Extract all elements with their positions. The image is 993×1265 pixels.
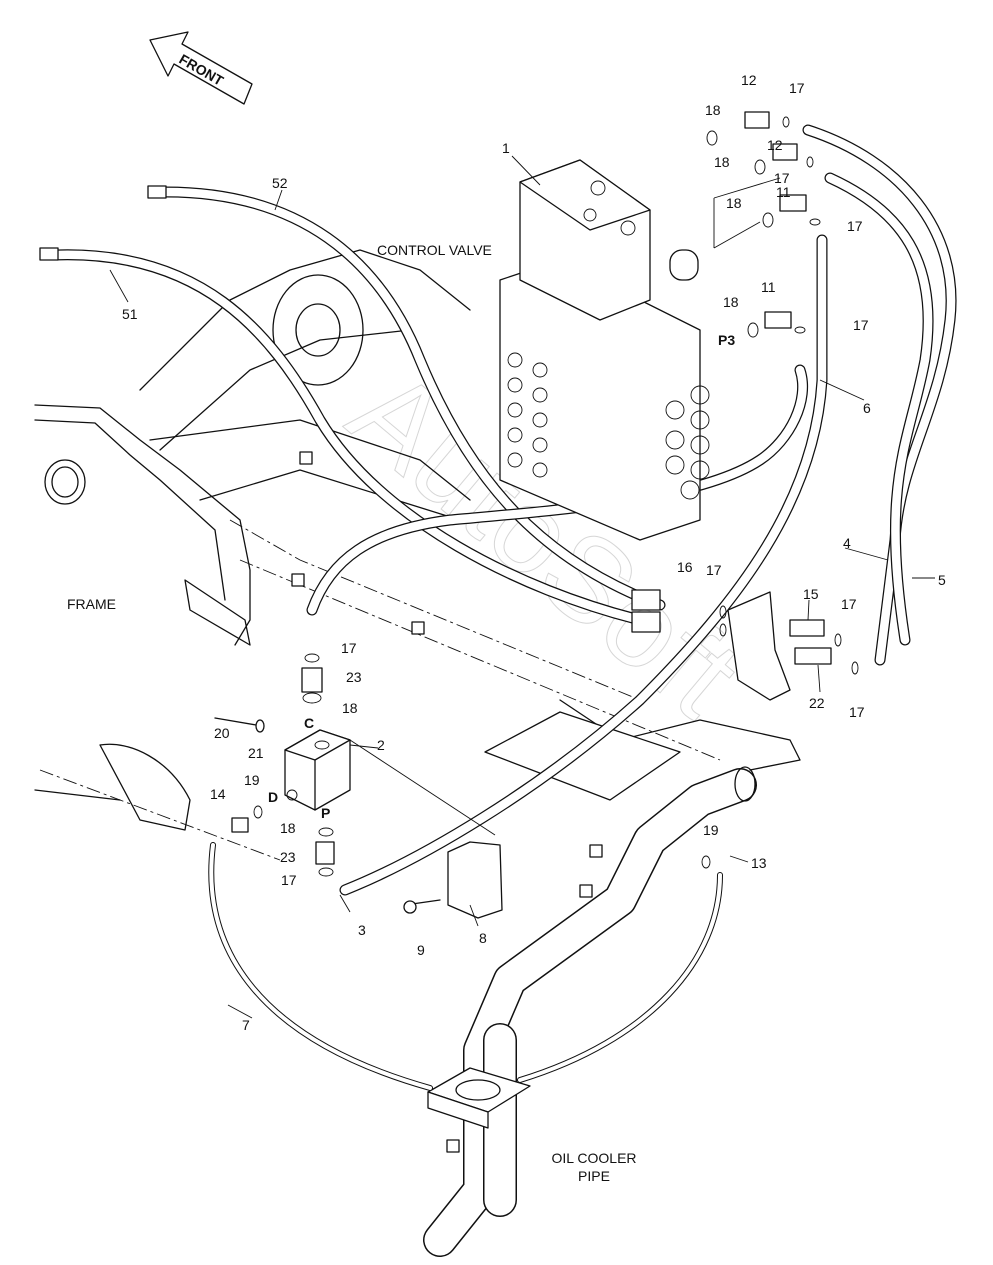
callout-16: 16	[677, 559, 693, 575]
callout-18: 18	[705, 102, 721, 118]
callout-3: 3	[358, 922, 366, 938]
callout-12: 12	[741, 72, 757, 88]
callout-14: 14	[210, 786, 226, 802]
callout-17: 17	[774, 170, 790, 186]
callout-17: 17	[706, 562, 722, 578]
control-valve	[499, 159, 710, 541]
port-p3-label: P3	[718, 332, 735, 348]
callout-51: 51	[122, 306, 138, 322]
callout-12: 12	[767, 137, 783, 153]
callout-4: 4	[843, 535, 851, 551]
oil-cooler-pipe-label-2: PIPE	[578, 1168, 610, 1184]
callout-11: 11	[776, 184, 791, 200]
port-p-label: P	[321, 805, 330, 821]
callout-17: 17	[841, 596, 857, 612]
callout-17: 17	[853, 317, 869, 333]
callout-labels: 1 2 3 4 5 6 7 8 9 11 11 12 12 13 14 15 1…	[122, 72, 946, 1033]
callout-18: 18	[723, 294, 739, 310]
callout-20: 20	[214, 725, 230, 741]
callout-17: 17	[789, 80, 805, 96]
callout-19: 19	[703, 822, 719, 838]
fittings	[214, 111, 859, 914]
callout-18: 18	[726, 195, 742, 211]
callout-13: 13	[751, 855, 767, 871]
hoses	[39, 124, 957, 1091]
callout-17: 17	[341, 640, 357, 656]
callout-52: 52	[272, 175, 288, 191]
callout-18: 18	[342, 700, 358, 716]
bracket-8	[447, 841, 503, 919]
port-c-label: C	[304, 715, 314, 731]
oil-cooler-pipe-label: OIL COOLER	[551, 1150, 636, 1166]
callout-7: 7	[242, 1017, 250, 1033]
front-arrow-icon: FRONT	[149, 31, 253, 105]
bracket-22	[727, 591, 791, 701]
callout-19: 19	[244, 772, 260, 788]
callout-18: 18	[714, 154, 730, 170]
control-valve-label: CONTROL VALVE	[377, 242, 492, 258]
callout-15: 15	[803, 586, 819, 602]
callout-1: 1	[502, 140, 510, 156]
callout-22: 22	[809, 695, 825, 711]
callout-11: 11	[761, 279, 776, 295]
frame-structure	[34, 249, 801, 1153]
callout-9: 9	[417, 942, 425, 958]
callout-8: 8	[479, 930, 487, 946]
block-2	[284, 729, 351, 811]
callout-23: 23	[280, 849, 296, 865]
leader-lines	[109, 155, 935, 1019]
port-d-label: D	[268, 789, 278, 805]
callout-17: 17	[847, 218, 863, 234]
mounting-plate	[484, 711, 681, 801]
callout-17: 17	[849, 704, 865, 720]
callout-23: 23	[346, 669, 362, 685]
callout-21: 21	[248, 745, 264, 761]
callout-18: 18	[280, 820, 296, 836]
oil-cooler-pipe	[423, 766, 757, 1257]
callout-2: 2	[377, 737, 385, 753]
callout-17: 17	[281, 872, 297, 888]
frame-label: FRAME	[67, 596, 116, 612]
callout-5: 5	[938, 572, 946, 588]
callout-6: 6	[863, 400, 871, 416]
